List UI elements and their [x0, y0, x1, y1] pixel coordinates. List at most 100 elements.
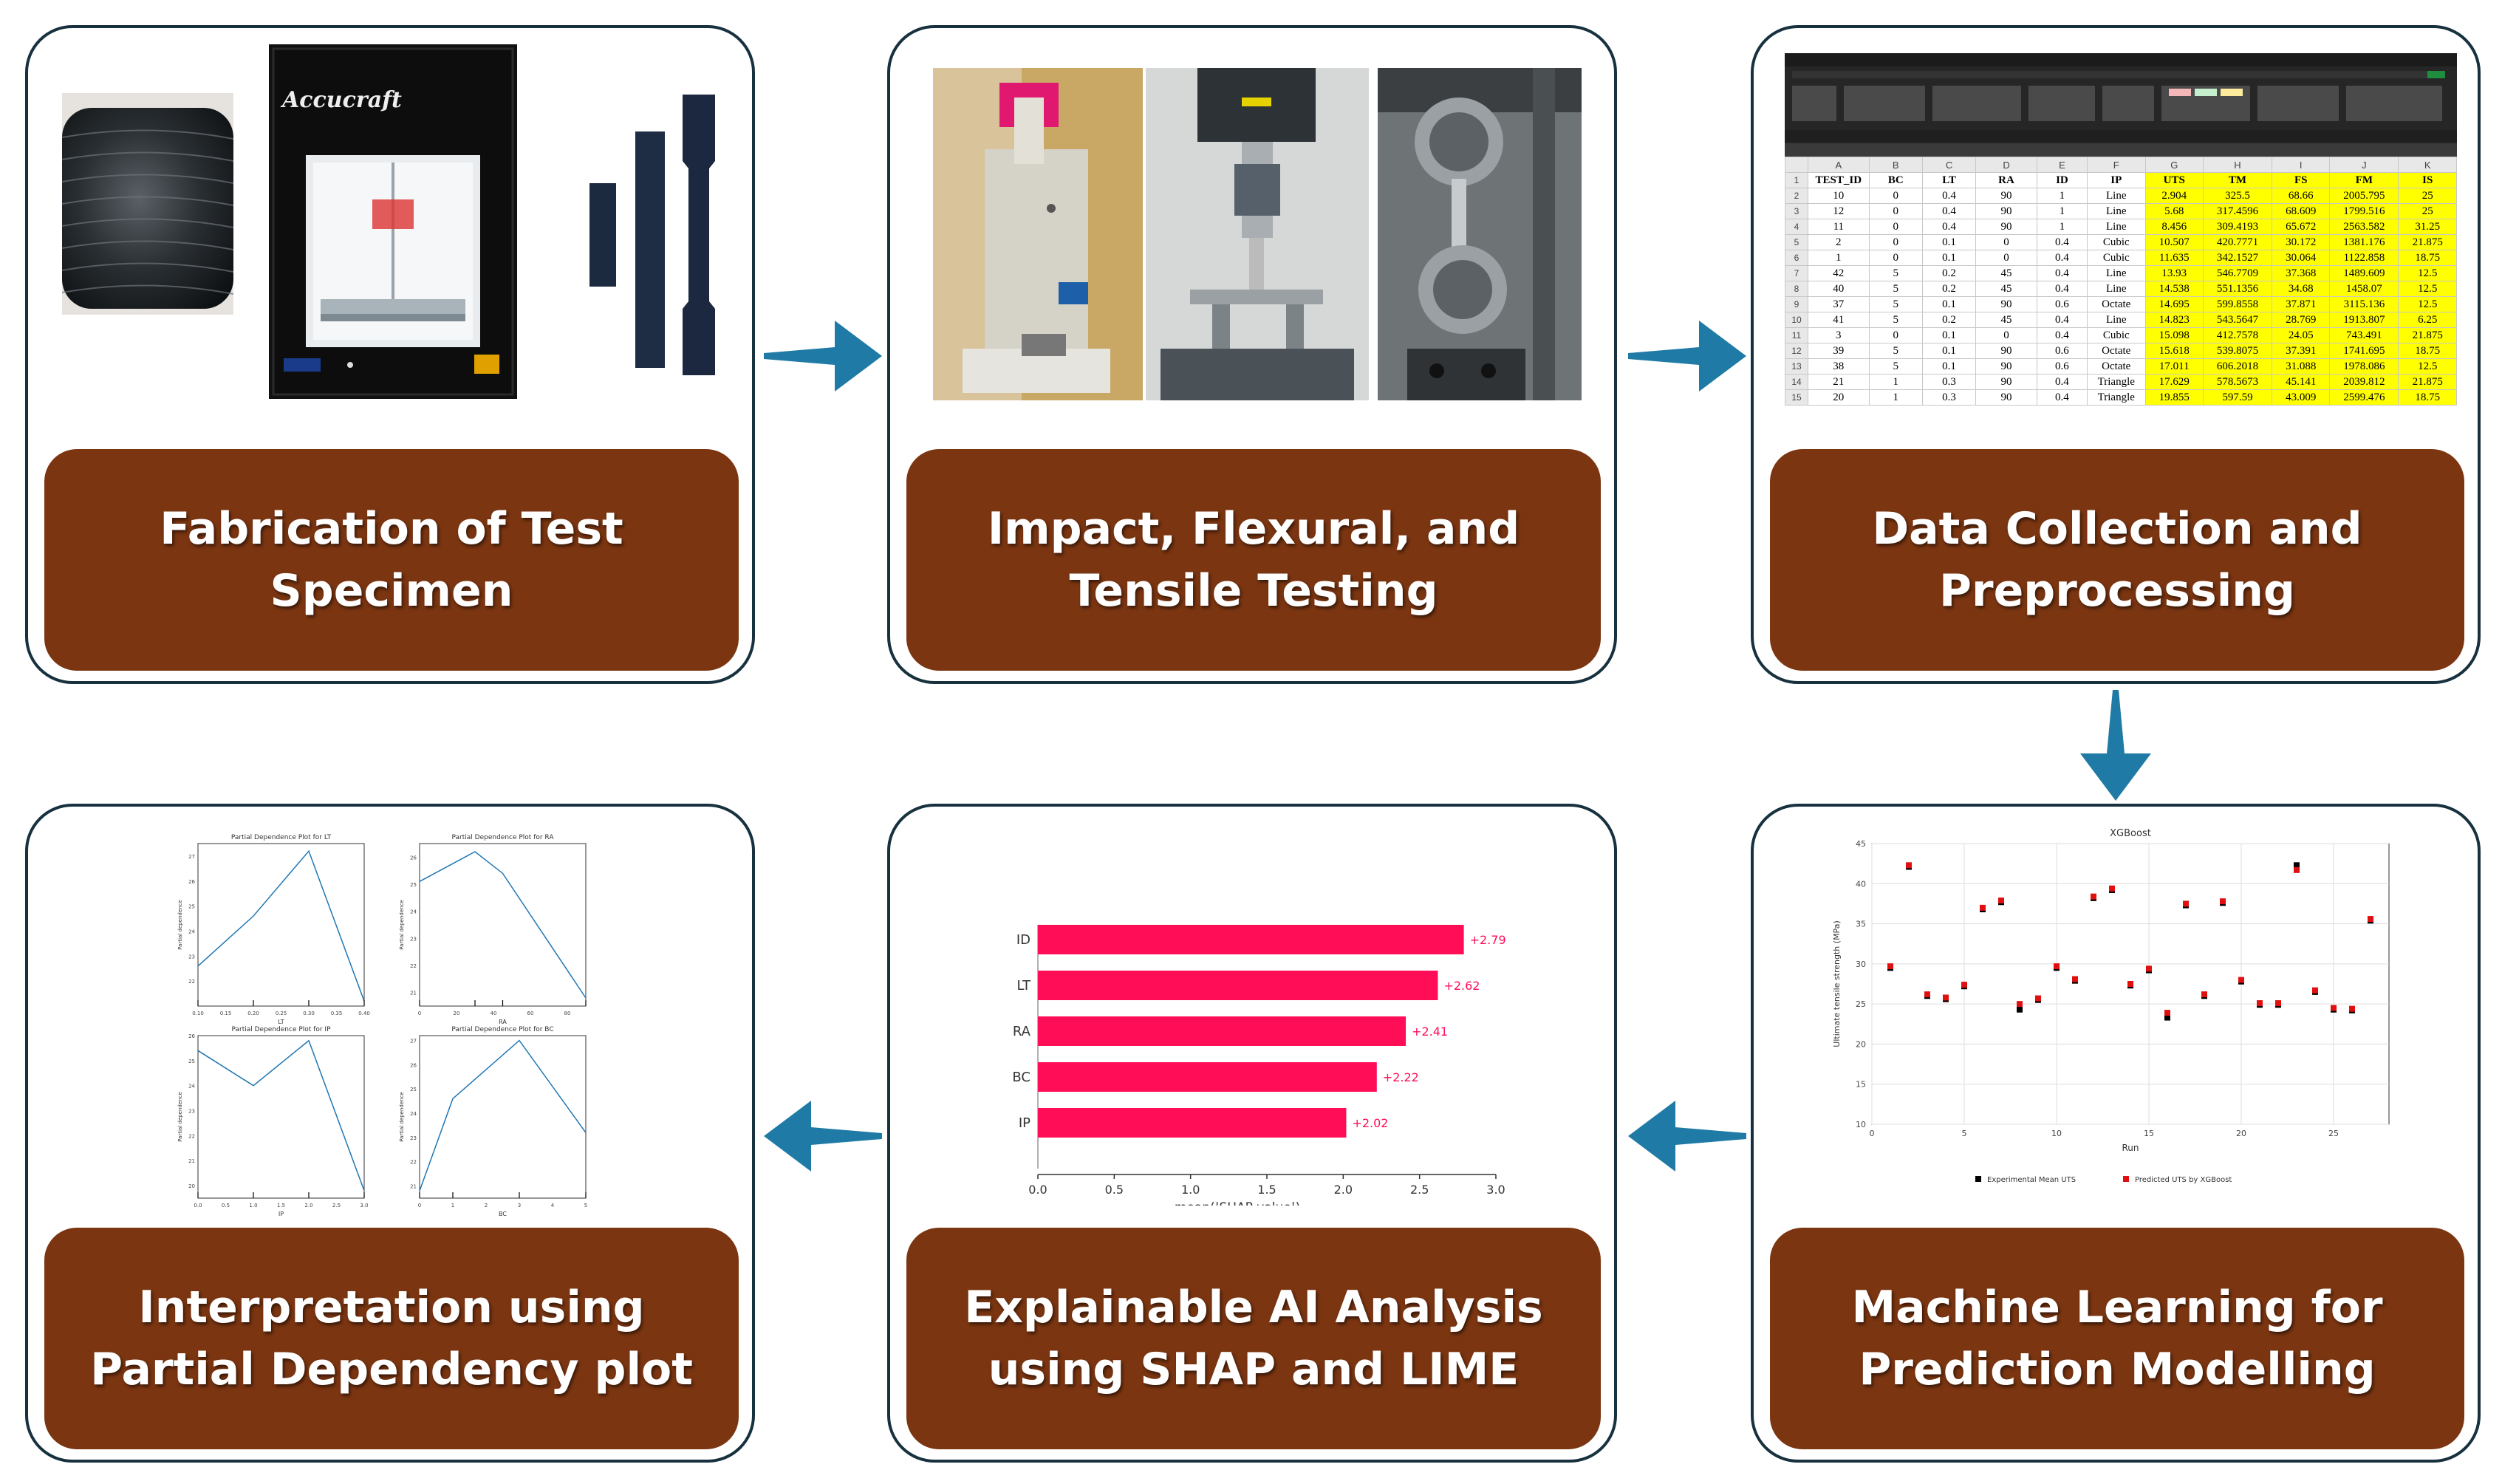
table-cell[interactable]: 68.66 [2271, 188, 2331, 204]
row-number[interactable]: 11 [1785, 327, 1808, 343]
table-cell[interactable]: 420.7771 [2203, 234, 2272, 250]
table-cell[interactable]: 90 [1975, 389, 2037, 406]
table-cell[interactable]: 37 [1807, 296, 1870, 312]
table-cell[interactable]: Cubic [2087, 250, 2146, 266]
table-cell[interactable]: 45 [1975, 281, 2037, 297]
table-cell[interactable]: 11 [1807, 219, 1870, 235]
table-cell[interactable]: 317.4596 [2203, 203, 2272, 219]
table-cell[interactable]: Line [2087, 265, 2146, 281]
row-number[interactable]: 15 [1785, 389, 1808, 406]
table-cell[interactable]: 0 [1868, 219, 1923, 235]
table-cell[interactable]: 21.875 [2398, 374, 2457, 390]
column-letter[interactable]: H [2203, 157, 2272, 173]
table-cell[interactable]: Triangle [2087, 374, 2146, 390]
table-cell[interactable]: 0.6 [2036, 358, 2088, 375]
table-cell[interactable]: 0.1 [1921, 327, 1977, 343]
table-cell[interactable]: Octate [2087, 343, 2146, 359]
table-cell[interactable]: 68.609 [2271, 203, 2331, 219]
table-cell[interactable]: 1381.176 [2329, 234, 2399, 250]
table-cell[interactable]: 551.1356 [2203, 281, 2272, 297]
table-cell[interactable]: 0.4 [2036, 265, 2088, 281]
table-cell[interactable]: 0.1 [1921, 358, 1977, 375]
table-cell[interactable]: 0.3 [1921, 389, 1977, 406]
table-cell[interactable]: Octate [2087, 358, 2146, 375]
table-cell[interactable]: 0.1 [1921, 296, 1977, 312]
table-cell[interactable]: 1978.086 [2329, 358, 2399, 375]
table-cell[interactable]: 599.8558 [2203, 296, 2272, 312]
table-cell[interactable]: 21.875 [2398, 327, 2457, 343]
table-cell[interactable]: 0.4 [2036, 281, 2088, 297]
table-cell[interactable]: 18.75 [2398, 389, 2457, 406]
table-cell[interactable]: 19.855 [2144, 389, 2204, 406]
row-number[interactable]: 4 [1785, 219, 1808, 235]
column-letter[interactable]: K [2398, 157, 2457, 173]
table-cell[interactable]: 0 [1975, 250, 2037, 266]
table-cell[interactable]: 12.5 [2398, 296, 2457, 312]
column-letter[interactable]: F [2087, 157, 2146, 173]
column-letter[interactable]: E [2036, 157, 2088, 173]
table-cell[interactable]: 597.59 [2203, 389, 2272, 406]
header-cell[interactable]: LT [1921, 172, 1977, 188]
column-letter[interactable]: I [2271, 157, 2331, 173]
table-cell[interactable]: 5 [1868, 296, 1923, 312]
table-cell[interactable]: 90 [1975, 358, 2037, 375]
table-cell[interactable]: Cubic [2087, 327, 2146, 343]
table-cell[interactable]: 0.3 [1921, 374, 1977, 390]
table-cell[interactable]: 0.2 [1921, 281, 1977, 297]
table-cell[interactable]: 1489.609 [2329, 265, 2399, 281]
table-cell[interactable]: 0.4 [1921, 203, 1977, 219]
table-cell[interactable]: 0 [1868, 327, 1923, 343]
table-cell[interactable]: 543.5647 [2203, 312, 2272, 328]
table-cell[interactable]: 2 [1807, 234, 1870, 250]
table-cell[interactable]: 578.5673 [2203, 374, 2272, 390]
table-cell[interactable]: 5 [1868, 358, 1923, 375]
row-number[interactable]: 10 [1785, 312, 1808, 328]
table-cell[interactable]: 41 [1807, 312, 1870, 328]
table-cell[interactable]: 34.68 [2271, 281, 2331, 297]
table-cell[interactable]: 5.68 [2144, 203, 2204, 219]
table-cell[interactable]: 31.25 [2398, 219, 2457, 235]
table-cell[interactable]: 17.011 [2144, 358, 2204, 375]
table-cell[interactable]: 2.904 [2144, 188, 2204, 204]
row-number[interactable]: 7 [1785, 265, 1808, 281]
table-cell[interactable]: 5 [1868, 343, 1923, 359]
table-cell[interactable]: Triangle [2087, 389, 2146, 406]
table-cell[interactable]: 90 [1975, 203, 2037, 219]
table-cell[interactable]: 10 [1807, 188, 1870, 204]
table-cell[interactable]: 325.5 [2203, 188, 2272, 204]
header-cell[interactable]: RA [1975, 172, 2037, 188]
table-cell[interactable]: 37.391 [2271, 343, 2331, 359]
table-cell[interactable]: 0 [1975, 327, 2037, 343]
table-cell[interactable]: Line [2087, 203, 2146, 219]
table-cell[interactable]: 12.5 [2398, 281, 2457, 297]
table-cell[interactable]: 8.456 [2144, 219, 2204, 235]
table-cell[interactable]: 1 [1807, 250, 1870, 266]
table-cell[interactable]: 90 [1975, 374, 2037, 390]
header-cell[interactable]: BC [1868, 172, 1923, 188]
table-cell[interactable]: 0.4 [2036, 389, 2088, 406]
table-cell[interactable]: 21.875 [2398, 234, 2457, 250]
table-cell[interactable]: Line [2087, 312, 2146, 328]
table-cell[interactable]: Cubic [2087, 234, 2146, 250]
table-cell[interactable]: 0 [1868, 203, 1923, 219]
table-cell[interactable]: 5 [1868, 281, 1923, 297]
header-cell[interactable]: FM [2329, 172, 2399, 188]
table-cell[interactable]: 17.629 [2144, 374, 2204, 390]
table-cell[interactable]: 31.088 [2271, 358, 2331, 375]
table-cell[interactable]: Octate [2087, 296, 2146, 312]
table-cell[interactable]: 21 [1807, 374, 1870, 390]
table-cell[interactable]: 539.8075 [2203, 343, 2272, 359]
table-cell[interactable]: 12.5 [2398, 358, 2457, 375]
table-cell[interactable]: 45.141 [2271, 374, 2331, 390]
table-cell[interactable]: 43.009 [2271, 389, 2331, 406]
table-cell[interactable]: 25 [2398, 188, 2457, 204]
table-cell[interactable]: 28.769 [2271, 312, 2331, 328]
table-cell[interactable]: 546.7709 [2203, 265, 2272, 281]
column-letter[interactable]: A [1807, 157, 1870, 173]
table-cell[interactable]: 3 [1807, 327, 1870, 343]
table-cell[interactable]: 0.4 [1921, 188, 1977, 204]
table-cell[interactable]: 1 [1868, 374, 1923, 390]
table-cell[interactable]: 5 [1868, 265, 1923, 281]
table-cell[interactable]: 13.93 [2144, 265, 2204, 281]
table-cell[interactable]: 3115.136 [2329, 296, 2399, 312]
